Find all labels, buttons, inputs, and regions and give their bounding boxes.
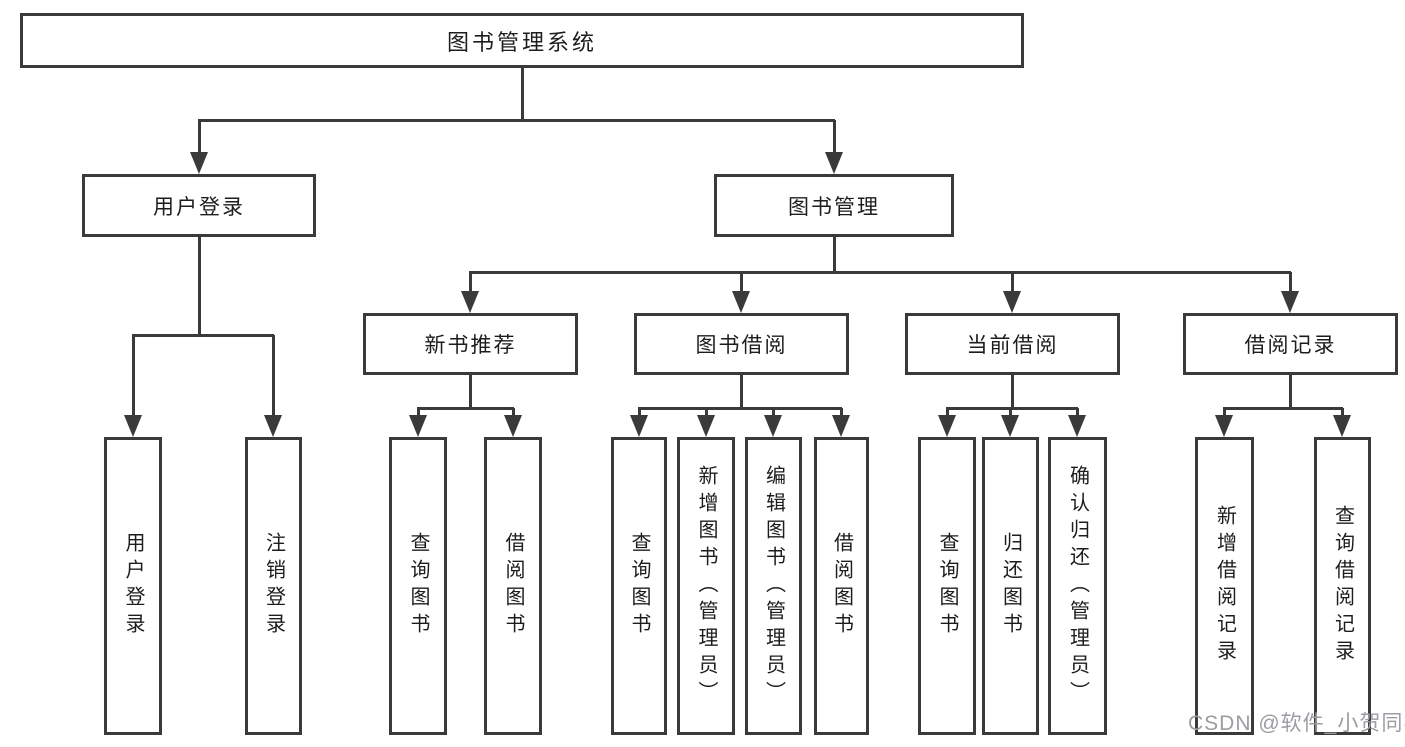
arrow-down-icon xyxy=(504,415,522,437)
arrow-down-icon xyxy=(461,291,479,313)
connector-stem-line xyxy=(198,237,201,336)
arrow-down-icon xyxy=(124,415,142,437)
connector-branch-line xyxy=(1223,407,1343,410)
arrow-down-icon xyxy=(409,415,427,437)
leaf-borrow-books-recommend: 借阅图书 xyxy=(484,437,542,735)
csdn-watermark: CSDN @软件_小贺同学 xyxy=(1188,712,1405,735)
connector-drop-line xyxy=(705,408,708,417)
node-current-borrowing-label: 当前借阅 xyxy=(966,334,1059,357)
connector-stem-line xyxy=(469,375,472,409)
connector-branch-line xyxy=(417,407,514,410)
arrow-down-icon xyxy=(1068,415,1086,437)
connector-drop-line xyxy=(512,408,515,417)
leaf-borrow-books-label: 借阅图书 xyxy=(830,532,853,640)
arrow-down-icon xyxy=(732,291,750,313)
node-borrowing-records: 借阅记录 xyxy=(1183,313,1398,375)
arrow-down-icon xyxy=(938,415,956,437)
arrow-down-icon xyxy=(697,415,715,437)
node-user-login: 用户登录 xyxy=(82,174,316,237)
leaf-confirm-return-admin: 确认归还（管理员） xyxy=(1048,437,1107,735)
connector-branch-line xyxy=(946,407,1078,410)
connector-drop-line xyxy=(1011,272,1014,293)
leaf-borrow-books-recommend-label: 借阅图书 xyxy=(502,532,524,640)
node-root-label: 图书管理系统 xyxy=(446,29,597,55)
leaf-query-borrow-record: 查询借阅记录 xyxy=(1314,437,1371,735)
connector-drop-line xyxy=(1009,408,1012,417)
connector-drop-line xyxy=(946,408,949,417)
connector-drop-line xyxy=(638,408,641,417)
leaf-return-books-label: 归还图书 xyxy=(999,532,1022,640)
leaf-user-login-label: 用户登录 xyxy=(122,532,144,640)
leaf-user-login: 用户登录 xyxy=(104,437,162,735)
connector-drop-line xyxy=(840,408,843,417)
connector-drop-line xyxy=(1076,408,1079,417)
leaf-logout: 注销登录 xyxy=(245,437,302,735)
connector-stem-line xyxy=(521,68,524,121)
leaf-return-books: 归还图书 xyxy=(982,437,1039,735)
connector-drop-line xyxy=(469,272,472,293)
leaf-logout-label: 注销登录 xyxy=(262,532,285,640)
connector-drop-line xyxy=(272,335,275,417)
connector-drop-line xyxy=(833,120,836,154)
connector-drop-line xyxy=(417,408,420,417)
leaf-query-books-recommend-label: 查询图书 xyxy=(407,532,429,640)
leaf-query-books-current: 查询图书 xyxy=(918,437,976,735)
node-new-book-recommend: 新书推荐 xyxy=(363,313,578,375)
leaf-add-borrow-record-label: 新增借阅记录 xyxy=(1213,505,1236,667)
leaf-query-books-current-label: 查询图书 xyxy=(936,532,958,640)
node-root: 图书管理系统 xyxy=(20,13,1024,68)
connector-stem-line xyxy=(1289,375,1292,409)
connector-drop-line xyxy=(198,120,201,154)
arrow-down-icon xyxy=(825,152,843,174)
connector-stem-line xyxy=(740,375,743,409)
connector-drop-line xyxy=(772,408,775,417)
connector-drop-line xyxy=(1223,408,1226,417)
node-book-borrowing: 图书借阅 xyxy=(634,313,849,375)
node-borrowing-records-label: 借阅记录 xyxy=(1244,334,1337,357)
connector-drop-line xyxy=(132,335,135,417)
connector-branch-line xyxy=(638,407,842,410)
arrow-down-icon xyxy=(630,415,648,437)
leaf-add-books-admin: 新增图书（管理员） xyxy=(677,437,735,735)
node-book-management-label: 图书管理 xyxy=(788,195,880,219)
node-book-management: 图书管理 xyxy=(714,174,954,237)
leaf-query-borrow-record-label: 查询借阅记录 xyxy=(1331,505,1354,667)
node-user-login-label: 用户登录 xyxy=(153,195,245,219)
leaf-confirm-return-admin-label: 确认归还（管理员） xyxy=(1066,464,1089,708)
arrow-down-icon xyxy=(1001,415,1019,437)
arrow-down-icon xyxy=(264,415,282,437)
arrow-down-icon xyxy=(1333,415,1351,437)
connector-stem-line xyxy=(833,237,836,273)
arrow-down-icon xyxy=(1215,415,1233,437)
node-new-book-recommend-label: 新书推荐 xyxy=(424,334,517,357)
node-current-borrowing: 当前借阅 xyxy=(905,313,1120,375)
arrow-down-icon xyxy=(190,152,208,174)
leaf-query-books-recommend: 查询图书 xyxy=(389,437,447,735)
connector-drop-line xyxy=(740,272,743,293)
connector-branch-line xyxy=(132,334,274,337)
arrow-down-icon xyxy=(832,415,850,437)
arrow-down-icon xyxy=(1003,291,1021,313)
connector-branch-line xyxy=(198,119,835,122)
leaf-edit-books-admin-label: 编辑图书（管理员） xyxy=(762,464,785,708)
leaf-borrow-books: 借阅图书 xyxy=(814,437,869,735)
connector-drop-line xyxy=(1341,408,1344,417)
arrow-down-icon xyxy=(764,415,782,437)
leaf-query-books-borrowing: 查询图书 xyxy=(611,437,667,735)
leaf-add-books-admin-label: 新增图书（管理员） xyxy=(695,464,717,708)
connector-branch-line xyxy=(469,271,1291,274)
node-book-borrowing-label: 图书借阅 xyxy=(695,334,788,357)
leaf-add-borrow-record: 新增借阅记录 xyxy=(1195,437,1254,735)
arrow-down-icon xyxy=(1281,291,1299,313)
connector-drop-line xyxy=(1289,272,1292,293)
leaf-edit-books-admin: 编辑图书（管理员） xyxy=(745,437,802,735)
connector-stem-line xyxy=(1011,375,1014,409)
leaf-query-books-borrowing-label: 查询图书 xyxy=(628,532,650,640)
